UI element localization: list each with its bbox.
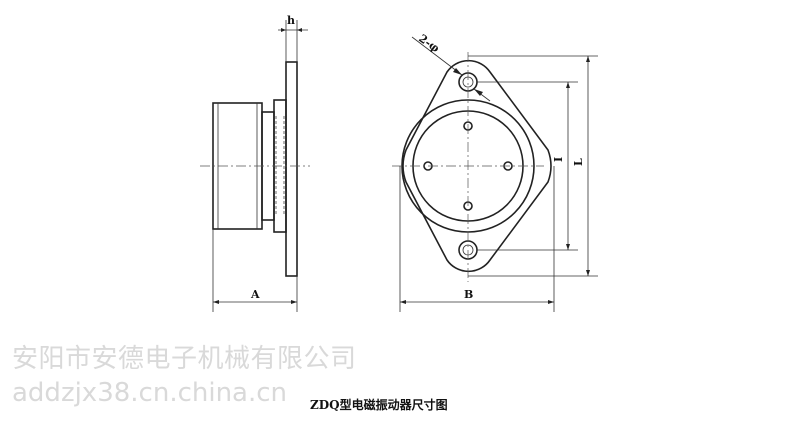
dimension-i-label: I: [552, 157, 565, 162]
mounting-flange-side: [285, 61, 298, 277]
dimension-h: h: [278, 14, 308, 62]
dimension-hole-label: 2-φ: [416, 32, 442, 55]
dimension-b: B: [399, 166, 555, 312]
front-centerlines: [392, 52, 544, 282]
dimension-l-label: L: [572, 158, 585, 166]
dimension-a: A: [212, 229, 298, 312]
dimension-b-label: B: [464, 288, 473, 301]
watermark-company: 安阳市安德电子机械有限公司: [12, 344, 357, 374]
dimension-a-label: A: [250, 288, 260, 301]
dimension-hole-diameter: 2-φ: [411, 32, 491, 102]
dimension-l: L: [468, 55, 598, 277]
front-view: 2-φ I L B: [392, 32, 598, 312]
mounting-flange-front: [402, 59, 552, 273]
side-view: h A: [200, 14, 310, 312]
dimension-i: I: [477, 81, 578, 251]
figure-caption: ZDQ型电磁振动器尺寸图: [310, 398, 448, 412]
watermark-url: addzjx38.cn.china.cn: [12, 378, 288, 408]
dimension-h-label: h: [287, 14, 295, 27]
